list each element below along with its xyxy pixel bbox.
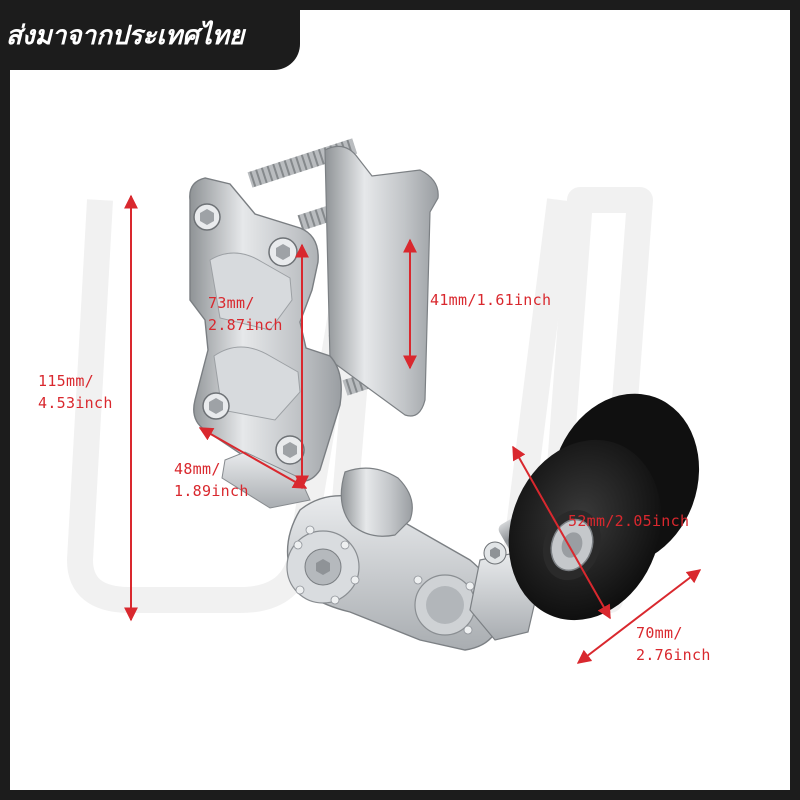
bracket-width-text: 41mm/1.61inch xyxy=(430,291,552,309)
bracket-height-inch: 2.87inch xyxy=(208,316,283,334)
bracket-height-label: 73mm/ 2.87inch xyxy=(208,292,283,336)
double-arrow-icon xyxy=(198,427,308,489)
bracket-depth-mm: 48mm/ xyxy=(174,460,221,478)
double-arrow-icon xyxy=(512,445,611,620)
bracket-depth-label: 48mm/ 1.89inch xyxy=(174,458,249,502)
arm-length-label: 70mm/ 2.76inch xyxy=(636,622,711,666)
frame-top-border xyxy=(0,0,800,10)
shipping-banner: ส่งมาจากประเทศไทย xyxy=(0,0,300,70)
bracket-depth-inch: 1.89inch xyxy=(174,482,249,500)
bracket-height-mm: 73mm/ xyxy=(208,294,255,312)
arm-length-mm: 70mm/ xyxy=(636,624,683,642)
frame-bottom-border xyxy=(0,790,800,800)
total-height-label: 115mm/ 4.53inch xyxy=(38,370,113,414)
total-height-mm: 115mm/ xyxy=(38,372,94,390)
bracket-width-label: 41mm/1.61inch xyxy=(430,289,551,311)
roller-diameter-text: 52mm/2.05inch xyxy=(568,512,690,530)
arm-length-inch: 2.76inch xyxy=(636,646,711,664)
banner-text: ส่งมาจากประเทศไทย xyxy=(6,20,245,51)
roller-diameter-label: 52mm/2.05inch xyxy=(568,510,689,532)
frame-right-border xyxy=(790,0,800,800)
total-height-inch: 4.53inch xyxy=(38,394,113,412)
frame-left-border xyxy=(0,0,10,800)
double-arrow-icon xyxy=(576,569,702,664)
